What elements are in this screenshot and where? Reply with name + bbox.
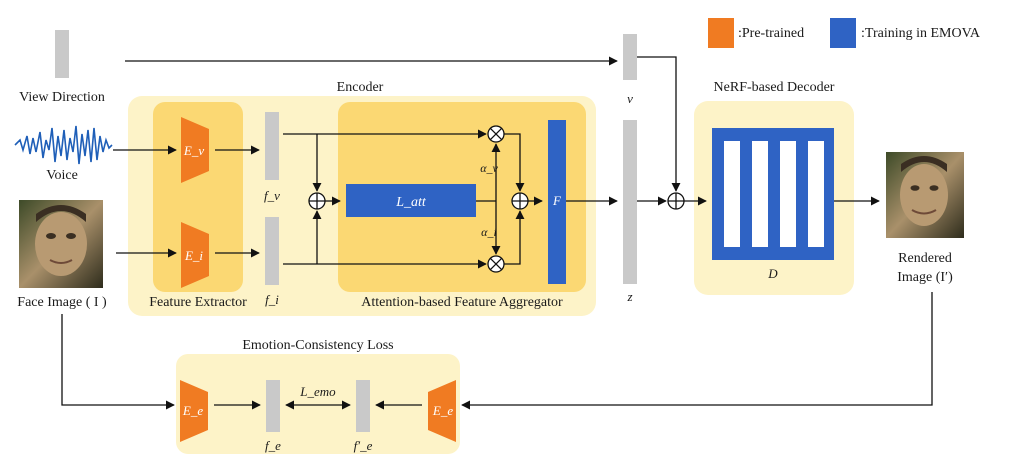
concat-plus-operator — [308, 192, 326, 210]
image-encoder — [181, 222, 209, 288]
aggregator-label: Attention-based Feature Aggregator — [361, 295, 563, 310]
view-direction-label: View Direction — [19, 90, 105, 105]
view-direction-bar — [55, 30, 69, 78]
rendered-image-label-line1: Rendered — [898, 251, 952, 266]
voice-encoder — [181, 117, 209, 183]
alpha-v-label: α_v — [480, 161, 498, 175]
attention-block — [346, 184, 476, 217]
view-embedding-label: v — [627, 91, 633, 106]
nerf-decoder-block — [712, 128, 834, 260]
loss-panel — [176, 354, 460, 454]
image-encoder-label: E_i — [184, 248, 203, 263]
image-feature-label: f_i — [265, 292, 279, 307]
emotion-encoder-left-label: E_e — [182, 403, 203, 418]
multiply-bottom-operator — [487, 255, 505, 273]
encoder-title: Encoder — [337, 80, 384, 95]
emotion-loss-label: L_emo — [299, 384, 336, 399]
loss-title: Emotion-Consistency Loss — [242, 338, 393, 353]
latent-z-bar — [623, 120, 637, 284]
voice-label: Voice — [46, 168, 78, 183]
decoder-title: NeRF-based Decoder — [714, 80, 835, 95]
alpha-i-label: α_i — [481, 225, 497, 239]
face-image-thumbnail — [19, 200, 103, 288]
voice-feature-label: f_v — [264, 188, 280, 203]
connector-lines — [61, 56, 933, 410]
multiply-top-operator — [487, 125, 505, 143]
legend-training-swatch — [830, 18, 856, 48]
voice-encoder-label: E_v — [183, 143, 204, 158]
voice-waveform-icon — [14, 125, 113, 165]
attention-label: L_att — [395, 195, 427, 210]
emotion-feature-right-label: f′_e — [354, 438, 373, 453]
legend-pretrained-swatch — [708, 18, 734, 48]
emotion-feature-right-bar — [356, 380, 370, 432]
emotion-encoder-right-label: E_e — [432, 403, 453, 418]
image-feature-bar — [265, 217, 279, 285]
emotion-feature-left-label: f_e — [265, 438, 281, 453]
view-embedding-bar — [623, 34, 637, 80]
voice-feature-bar — [265, 112, 279, 180]
fused-feature-bar — [548, 120, 566, 284]
feature-extractor-label: Feature Extractor — [149, 295, 247, 310]
emotion-feature-left-bar — [266, 380, 280, 432]
legend-training-label: :Training in EMOVA — [861, 26, 981, 41]
sum-plus-operator — [511, 192, 529, 210]
rendered-image-thumbnail — [886, 152, 964, 238]
emotion-encoder-left — [180, 380, 208, 442]
rendered-image-label-line2: Image (I′) — [897, 270, 953, 285]
face-image-label: Face Image ( I ) — [17, 295, 107, 310]
fused-feature-label: F — [552, 193, 562, 208]
decoder-input-plus-operator — [667, 192, 685, 210]
latent-z-label: z — [626, 289, 632, 304]
emotion-encoder-right — [428, 380, 456, 442]
legend-pretrained-label: :Pre-trained — [738, 26, 804, 41]
decoder-label: D — [767, 266, 778, 281]
